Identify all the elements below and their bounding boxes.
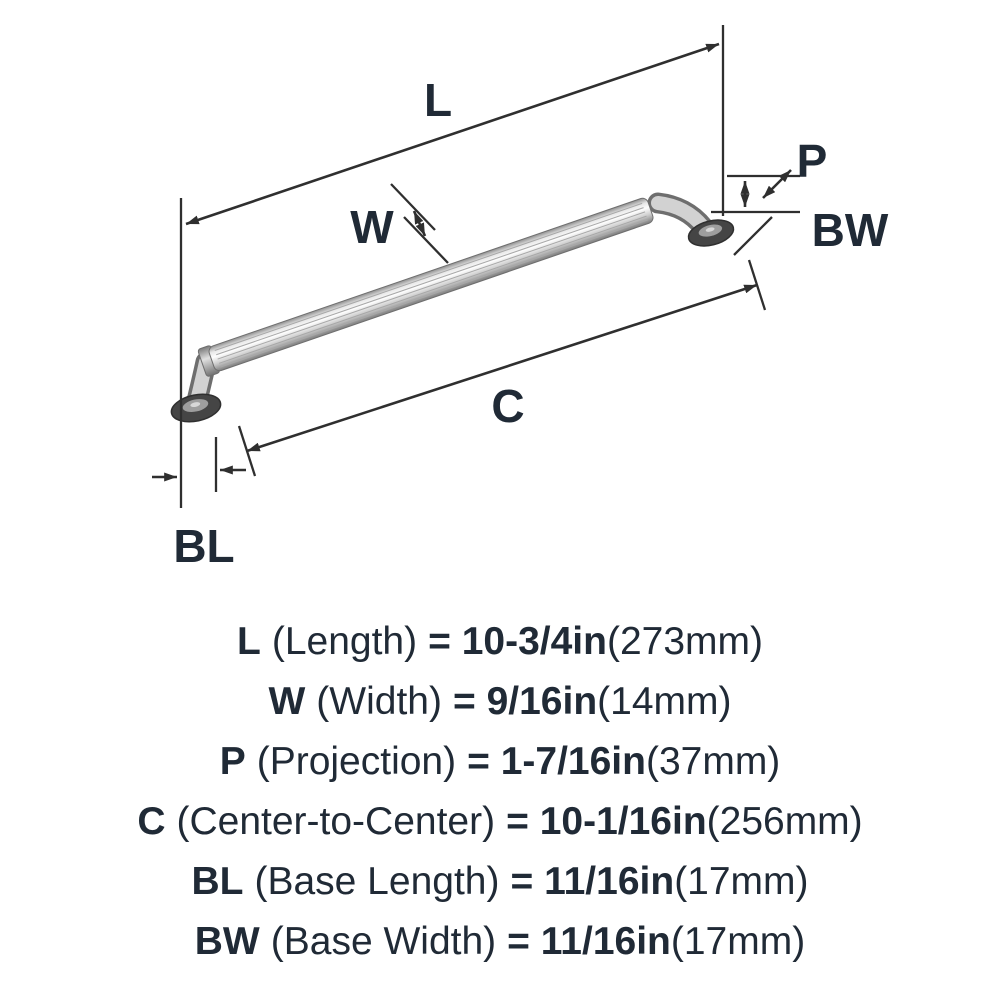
dimension-c-line	[246, 283, 758, 453]
spec-row-length: L (Length) = 10-3/4in (273mm)	[0, 620, 1000, 664]
spec-name: (Length)	[271, 620, 418, 663]
spec-row-base-length: BL (Base Length) = 11/16in (17mm)	[0, 860, 1000, 904]
spec-name: (Width)	[316, 680, 442, 723]
spec-name: (Base Length)	[254, 860, 500, 903]
dimension-l-label: L	[424, 74, 452, 126]
handle-illustration	[170, 192, 735, 423]
spec-metric: (273mm)	[606, 620, 763, 663]
dimension-bl-label: BL	[173, 520, 234, 572]
spec-value: = 1-7/16in	[467, 740, 646, 783]
spec-row-base-width: BW (Base Width) = 11/16in (17mm)	[0, 920, 1000, 964]
spec-metric: (17mm)	[670, 920, 806, 963]
spec-metric: (17mm)	[674, 860, 809, 903]
spec-value: = 9/16in	[452, 680, 598, 723]
dimension-bw-witness	[733, 216, 773, 256]
spec-abbr: W	[268, 680, 306, 723]
spec-abbr: BL	[191, 860, 244, 903]
spec-value: = 11/16in	[507, 920, 671, 963]
spec-name: (Center-to-Center)	[176, 800, 496, 843]
spec-abbr: C	[137, 800, 166, 843]
spec-row-width: W (Width) = 9/16in (14mm)	[0, 680, 1000, 724]
dimension-w-label: W	[350, 201, 394, 253]
spec-name: (Base Width)	[270, 920, 497, 963]
dimension-l-line	[185, 42, 720, 226]
spec-value: = 11/16in	[510, 860, 675, 903]
spec-abbr: L	[237, 620, 261, 663]
spec-abbr: P	[219, 740, 246, 783]
spec-metric: (14mm)	[597, 680, 732, 723]
dimension-w-witness-1	[390, 183, 436, 231]
dimension-c-label: C	[491, 380, 524, 432]
spec-row-center-to-center: C (Center-to-Center) = 10-1/16in (256mm)	[0, 800, 1000, 844]
handle-bar-body	[208, 197, 654, 372]
spec-value: = 10-3/4in	[428, 620, 607, 663]
dimension-annotations: L W P BW C BL	[152, 25, 889, 572]
dimension-bw-label: BW	[812, 204, 889, 256]
spec-metric: (256mm)	[706, 800, 863, 843]
handle-left-base	[170, 393, 222, 423]
spec-list: L (Length) = 10-3/4in (273mm) W (Width) …	[0, 600, 1000, 964]
spec-row-projection: P (Projection) = 1-7/16in (37mm)	[0, 740, 1000, 784]
spec-value: = 10-1/16in	[506, 800, 707, 843]
dimension-w-witness-2	[403, 216, 449, 264]
dimension-p-arrow-diagonal	[762, 169, 792, 199]
spec-name: (Projection)	[256, 740, 457, 783]
spec-abbr: BW	[194, 920, 260, 963]
dimension-diagram: L W P BW C BL	[152, 25, 889, 572]
dimension-p-label: P	[797, 135, 828, 187]
spec-metric: (37mm)	[645, 740, 781, 783]
dimension-w-arrow	[412, 210, 427, 237]
